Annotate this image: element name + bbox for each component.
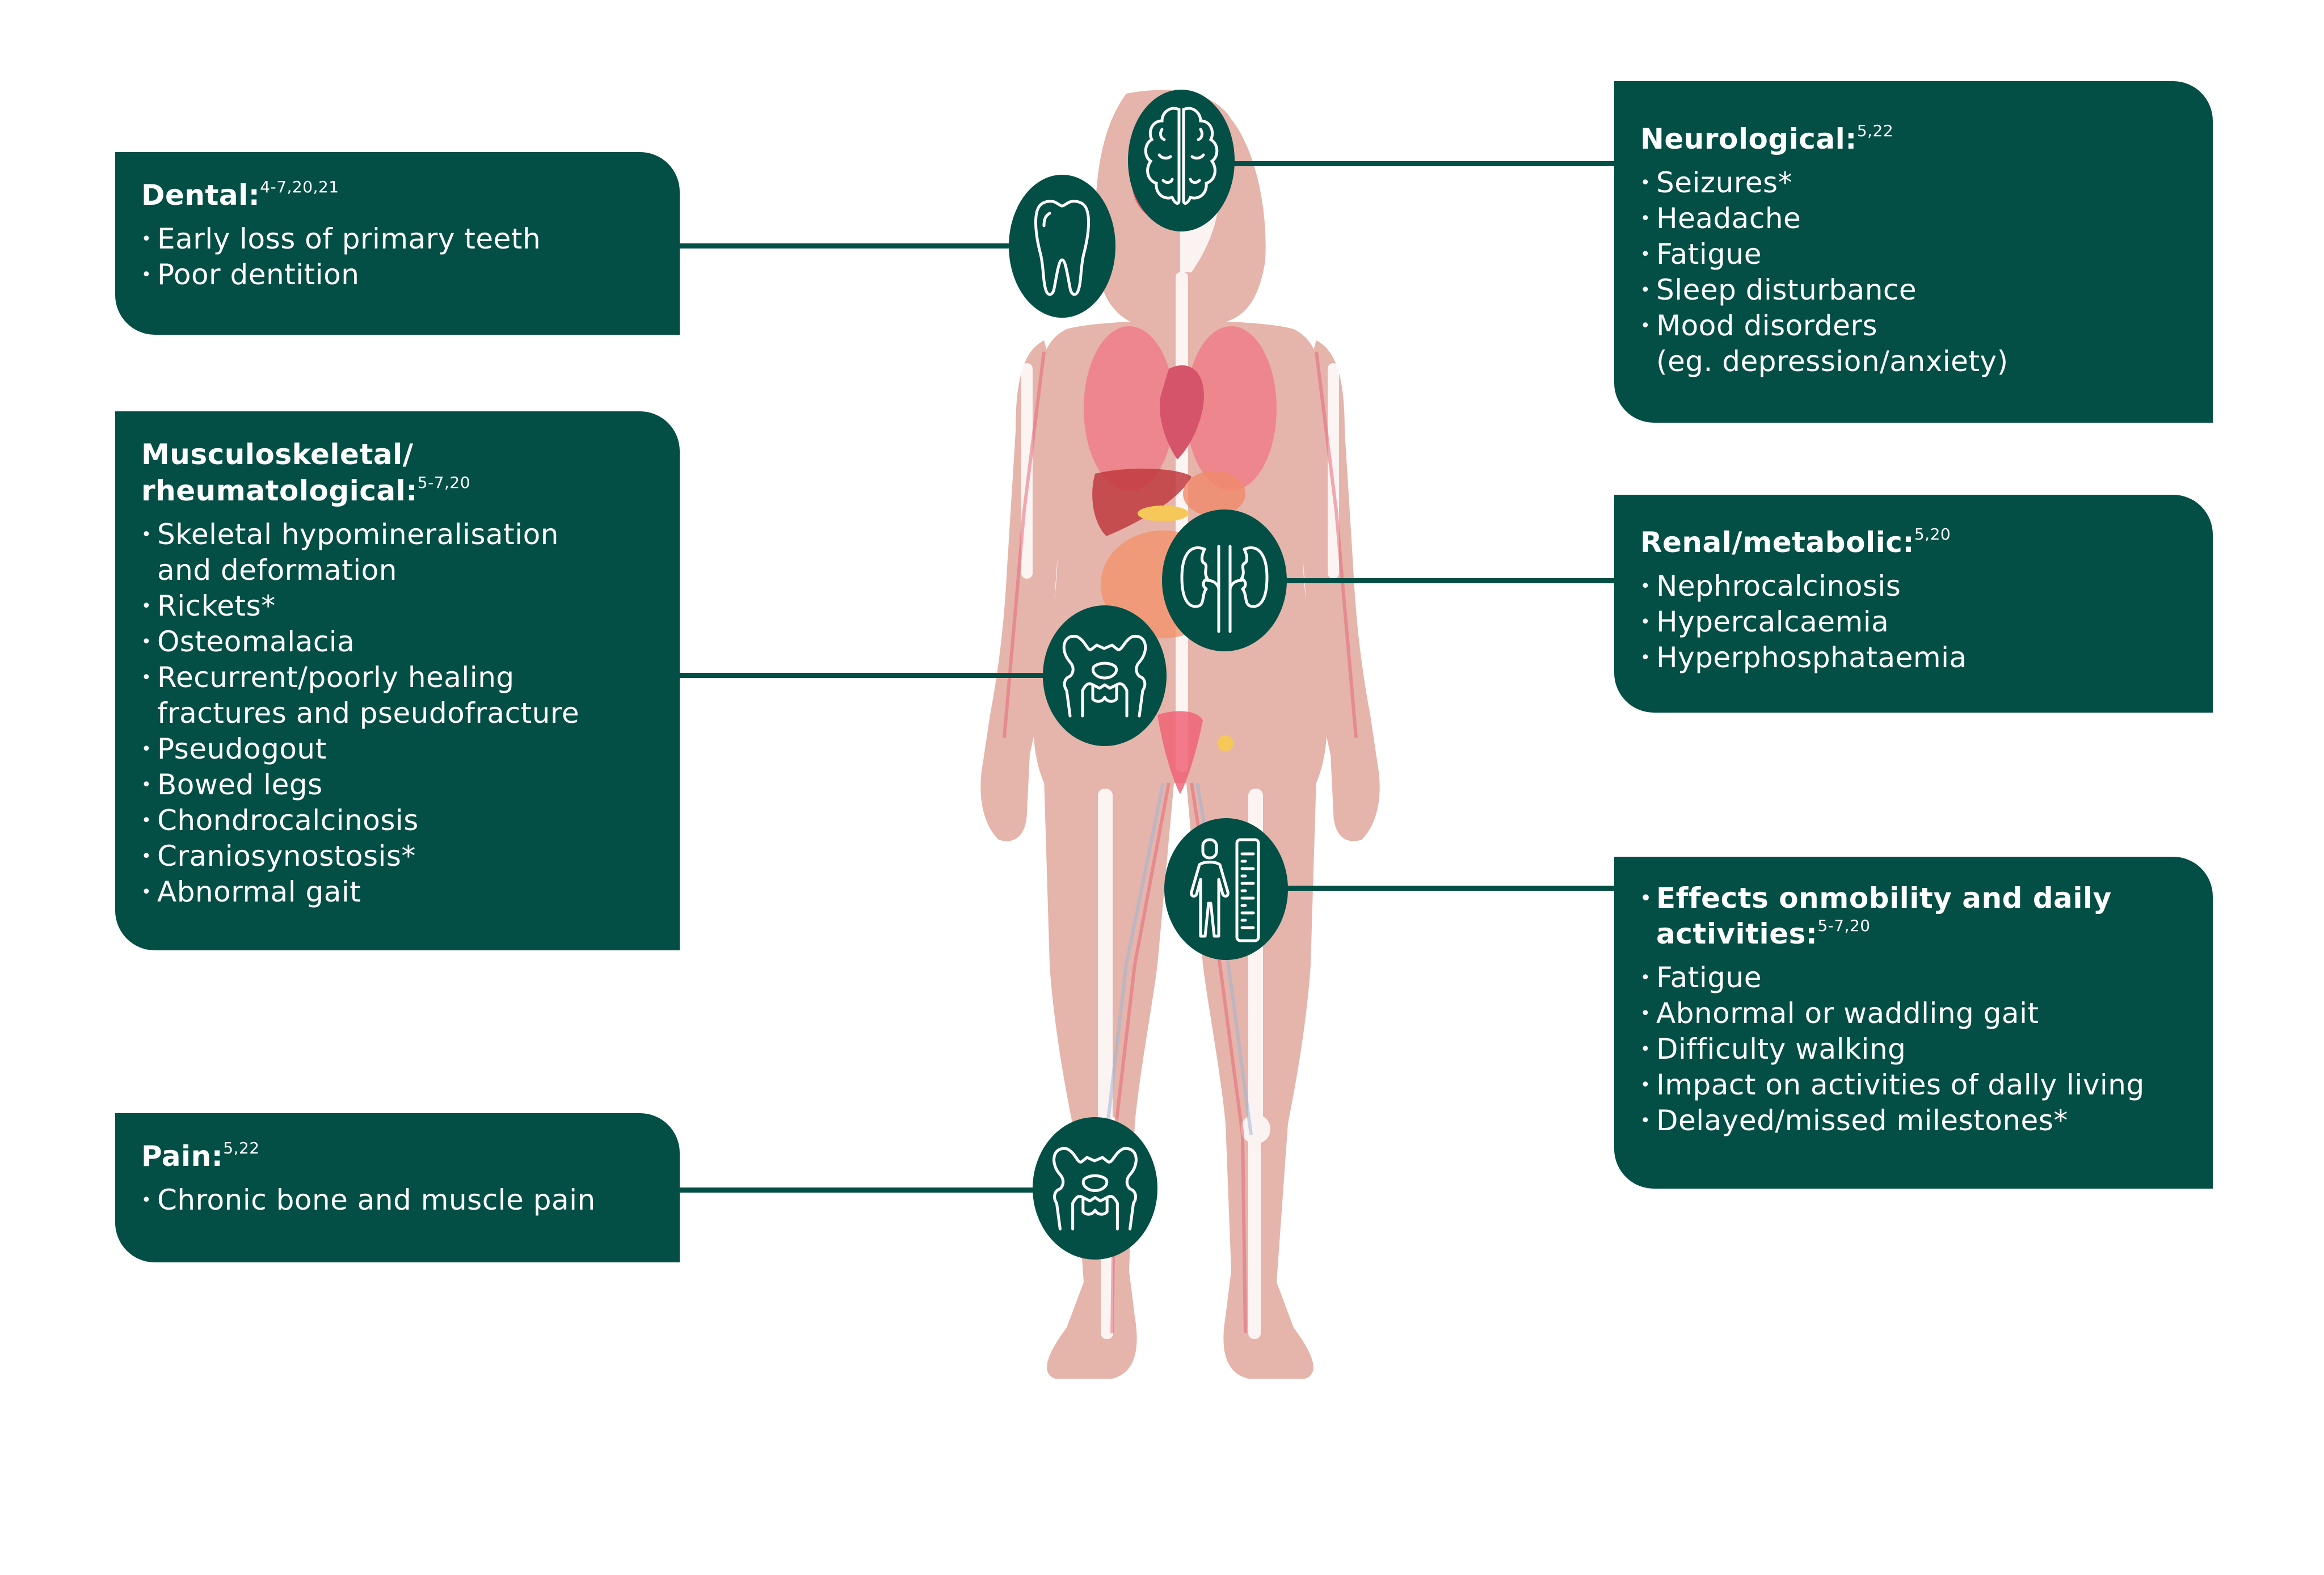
panel-title-text: Pain: [141, 1140, 224, 1173]
panel-title: Renal/metabolic:5,20 [1640, 524, 2190, 561]
symptom-list: Skeletal hypomineralisation and deformat… [141, 517, 657, 910]
symptom-item: Bowed legs [141, 767, 657, 803]
pelvis-icon-badge-pain [1033, 1117, 1157, 1260]
kidneys-icon-badge [1162, 509, 1287, 651]
left-femur [1098, 789, 1113, 1129]
panel-title-text: Dental: [141, 179, 260, 212]
symptom-item: Abnormal gait [141, 874, 657, 910]
brain-icon-badge [1128, 90, 1235, 231]
reference-superscript: 5,22 [1856, 121, 1894, 140]
brain-icon [1144, 107, 1219, 205]
right-tibia [1248, 1135, 1261, 1339]
symptom-item: Difficulty walking [1640, 1031, 2190, 1067]
panel-musculoskeletal: Musculoskeletal/rheumatological:5-7,20 S… [115, 411, 680, 950]
tooth-icon [1034, 200, 1091, 296]
panel-title: Pain:5,22 [141, 1138, 657, 1174]
height-measure-icon-badge [1164, 818, 1288, 960]
reference-superscript: 5,20 [1914, 525, 1951, 544]
symptom-item: Recurrent/poorly healing [141, 660, 657, 696]
symptom-list: Early loss of primary teeth Poor dentiti… [141, 221, 657, 293]
reference-superscript: 5,22 [223, 1139, 260, 1157]
reference-superscript: 4-7,20,21 [260, 178, 339, 196]
symptom-list: Nephrocalcinosis Hypercalcaemia Hyperpho… [1640, 568, 2190, 676]
panel-title-text: activities: [1656, 917, 1818, 950]
panel-title-text: rheumatological: [141, 474, 418, 507]
symptom-item: Chronic bone and muscle pain [141, 1182, 657, 1218]
symptom-list: Chronic bone and muscle pain [141, 1182, 657, 1218]
panel-title-text: Neurological: [1640, 123, 1857, 155]
symptom-item: Early loss of primary teeth [141, 221, 657, 257]
connector-pain [678, 1187, 1041, 1193]
left-arm [980, 340, 1062, 841]
connector-musculoskeletal [678, 673, 1052, 678]
symptom-list: Seizures* Headache Fatigue Sleep disturb… [1640, 165, 2190, 380]
right-knee [1241, 1114, 1270, 1144]
panel-title: Dental:4-7,20,21 [141, 177, 657, 213]
symptom-item: Poor dentition [141, 257, 657, 293]
symptom-item: Fatigue [1640, 960, 2190, 996]
pancreas [1138, 506, 1189, 521]
symptom-item: Seizures* [1640, 165, 2190, 201]
symptom-list: Fatigue Abnormal or waddling gait Diffic… [1640, 960, 2190, 1139]
panel-title: Neurological:5,22 [1640, 121, 2190, 157]
artery-left-arm [1003, 351, 1046, 738]
panel-title-text: Renal/metabolic: [1640, 526, 1914, 559]
panel-title-text: Effects onmobility and daily [1656, 882, 2112, 915]
panel-title-list: Effects onmobility and dailyactivities:5… [1640, 881, 2190, 952]
ovary [1218, 735, 1233, 751]
heart [1160, 365, 1204, 460]
connector-dental [678, 243, 1018, 249]
panel-title-text: Musculoskeletal/ [141, 438, 414, 471]
panel-neurological: Neurological:5,22 Seizures* Headache Fat… [1614, 81, 2213, 423]
symptom-item: Sleep disturbance [1640, 272, 2190, 308]
connector-neurological [1226, 161, 1617, 166]
symptom-item: Delayed/missed milestones* [1640, 1103, 2190, 1139]
vein-left-leg [1105, 782, 1165, 1135]
left-humerus [1021, 363, 1033, 579]
symptom-item: Hypercalcaemia [1640, 604, 2190, 640]
symptom-item: Abnormal or waddling gait [1640, 996, 2190, 1031]
connector-renal [1271, 578, 1617, 583]
kidneys-icon [1180, 545, 1269, 633]
reference-superscript: 5-7,20 [1817, 916, 1871, 935]
connector-mobility [1271, 886, 1617, 891]
symptom-item-continuation: (eg. depression/anxiety) [1656, 345, 2009, 378]
tooth-icon-badge [1009, 175, 1115, 318]
symptom-item: Skeletal hypomineralisation [141, 517, 657, 553]
left-lung [1084, 326, 1174, 491]
symptom-item: Hyperphosphataemia [1640, 640, 2190, 676]
pelvis-icon-badge-musculoskeletal [1043, 605, 1167, 746]
pelvis-icon [1052, 1147, 1138, 1231]
panel-renal: Renal/metabolic:5,20 Nephrocalcinosis Hy… [1614, 495, 2213, 713]
right-lung [1186, 326, 1277, 491]
symptom-item: Pseudogout [141, 731, 657, 767]
pelvis-icon [1062, 635, 1147, 718]
symptom-item: Fatigue [1640, 237, 2190, 272]
symptom-item: Impact on activities of dally living [1640, 1067, 2190, 1103]
symptom-item-continuation: fractures and pseudofracture [157, 697, 580, 730]
panel-title: Musculoskeletal/rheumatological:5-7,20 [141, 436, 657, 509]
liver [1092, 468, 1192, 536]
panel-title: Effects onmobility and dailyactivities:5… [1640, 881, 2190, 952]
right-arm [1298, 340, 1380, 841]
stomach [1183, 471, 1245, 516]
artery-right-arm [1315, 351, 1358, 738]
panel-dental: Dental:4-7,20,21 Early loss of primary t… [115, 152, 680, 335]
symptom-item: Osteomalacia [141, 624, 657, 660]
symptom-item: Headache [1640, 201, 2190, 237]
symptom-item: Mood disorders [1640, 308, 2190, 344]
uterus [1157, 711, 1203, 794]
symptom-item: Chondrocalcinosis [141, 803, 657, 839]
symptom-item: Nephrocalcinosis [1640, 568, 2190, 604]
symptom-item: Rickets* [141, 588, 657, 624]
height-measure-icon [1190, 838, 1260, 942]
right-humerus [1328, 363, 1339, 579]
symptom-item: Craniosynostosis* [141, 839, 657, 874]
panel-pain: Pain:5,22 Chronic bone and muscle pain [115, 1113, 680, 1262]
panel-mobility: Effects onmobility and dailyactivities:5… [1614, 857, 2213, 1189]
reference-superscript: 5-7,20 [417, 473, 471, 492]
symptom-item-continuation: and deformation [157, 554, 397, 587]
